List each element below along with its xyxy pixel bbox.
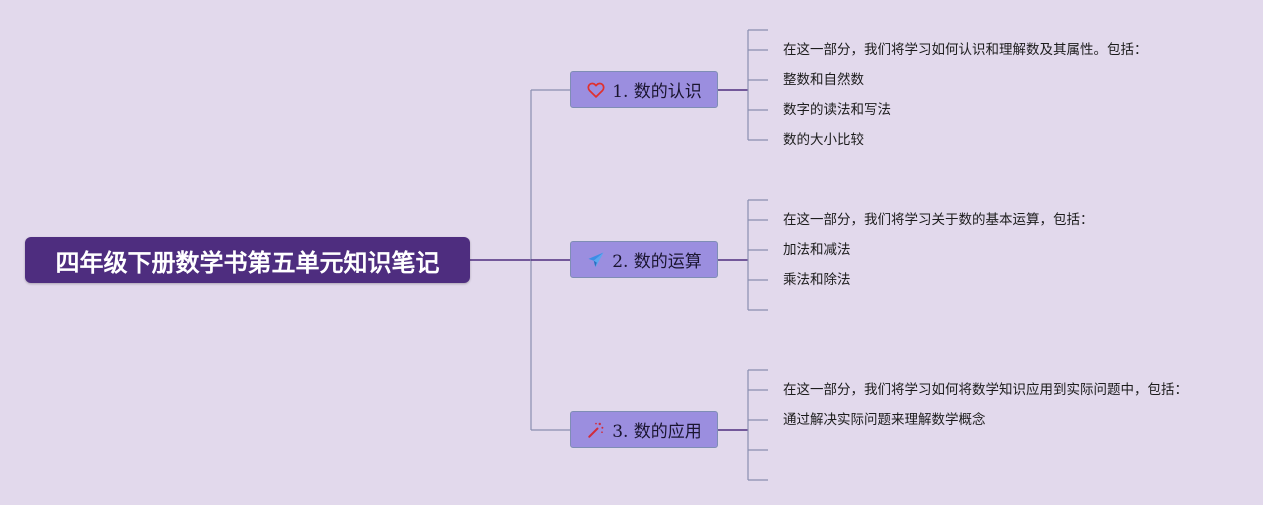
branch-topic-1[interactable]: 1. 数的认识 (570, 71, 718, 108)
leaf-text: 在这一部分，我们将学习关于数的基本运算，包括： (783, 212, 1094, 228)
leaf-text: 数字的读法和写法 (783, 102, 891, 118)
paper-plane-icon (586, 250, 606, 270)
branch-topic-2[interactable]: 2. 数的运算 (570, 241, 718, 278)
heart-icon (586, 80, 606, 100)
root-topic[interactable]: 四年级下册数学书第五单元知识笔记 (25, 237, 470, 283)
branch-label: 3. 数的应用 (612, 422, 702, 442)
root-title: 四年级下册数学书第五单元知识笔记 (55, 248, 440, 277)
magic-wand-icon (586, 420, 606, 440)
leaf-text: 在这一部分，我们将学习如何将数学知识应用到实际问题中，包括： (783, 382, 1188, 398)
branch-label: 1. 数的认识 (612, 82, 702, 102)
leaf-text: 整数和自然数 (783, 72, 864, 88)
leaf-text: 通过解决实际问题来理解数学概念 (783, 412, 986, 428)
branch-topic-3[interactable]: 3. 数的应用 (570, 411, 718, 448)
leaf-text: 数的大小比较 (783, 132, 864, 148)
branch-label: 2. 数的运算 (612, 252, 702, 272)
leaf-text: 乘法和除法 (783, 272, 851, 288)
leaf-text: 加法和减法 (783, 242, 851, 258)
leaf-text: 在这一部分，我们将学习如何认识和理解数及其属性。包括： (783, 42, 1148, 58)
